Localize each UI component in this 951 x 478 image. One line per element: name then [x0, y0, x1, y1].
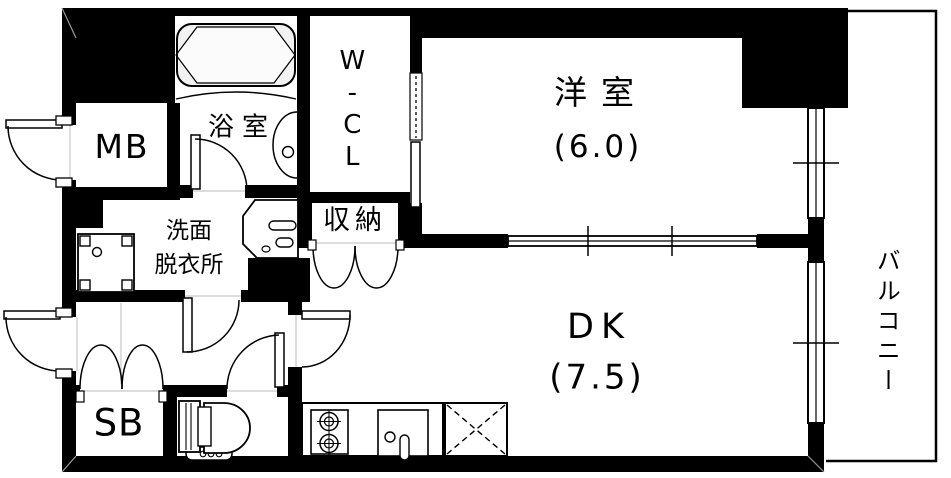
room-size-western-room: (6.0): [553, 128, 643, 165]
room-label-washroom-line1: 洗面: [166, 218, 212, 244]
toilet-door: [226, 332, 285, 390]
threshold-lines: [69, 125, 398, 392]
room-label-bathroom: 浴室: [207, 112, 277, 143]
bath-counter: [272, 111, 298, 179]
balcony-outline: [826, 9, 938, 463]
walls: [62, 8, 848, 472]
toilet: [178, 400, 251, 461]
room-label-closet: 収納: [323, 205, 387, 237]
room-label-meter-box: MB: [94, 126, 150, 166]
dk-door: [301, 310, 351, 368]
sb-double-doors: [75, 344, 168, 403]
room-label-walk-in-closet: W-CL: [337, 46, 368, 174]
wash-basin: [242, 199, 299, 259]
room-label-western-room: 洋室: [554, 72, 648, 112]
room-label-balcony: バルコニー: [872, 248, 901, 398]
room-label-dining-kitchen: DK: [567, 306, 631, 347]
partition-sliding-door: [507, 226, 758, 256]
washing-machine-pan: [77, 233, 135, 293]
room-label-washroom: 洗面 脱衣所: [155, 214, 224, 282]
room-label-washroom-line2: 脱衣所: [154, 252, 224, 278]
mb-door: [5, 115, 73, 188]
balcony-window-north: [793, 107, 839, 219]
room-size-dining-kitchen: (7.5): [549, 357, 645, 398]
balcony-window-south: [793, 261, 839, 424]
bathtub: [175, 23, 297, 100]
wall-corner-mitres: [61, 7, 825, 473]
bath-door: [190, 134, 248, 192]
entrance-door: [3, 307, 73, 379]
kitchen-sink: [377, 409, 429, 461]
room-label-shoe-box: SB: [93, 401, 145, 445]
wcl-sliding-door: [409, 72, 423, 208]
washroom-door: [182, 297, 240, 353]
refrigerator-space: [444, 402, 508, 457]
gas-stove: [310, 409, 349, 456]
closet-double-doors: [307, 239, 405, 289]
